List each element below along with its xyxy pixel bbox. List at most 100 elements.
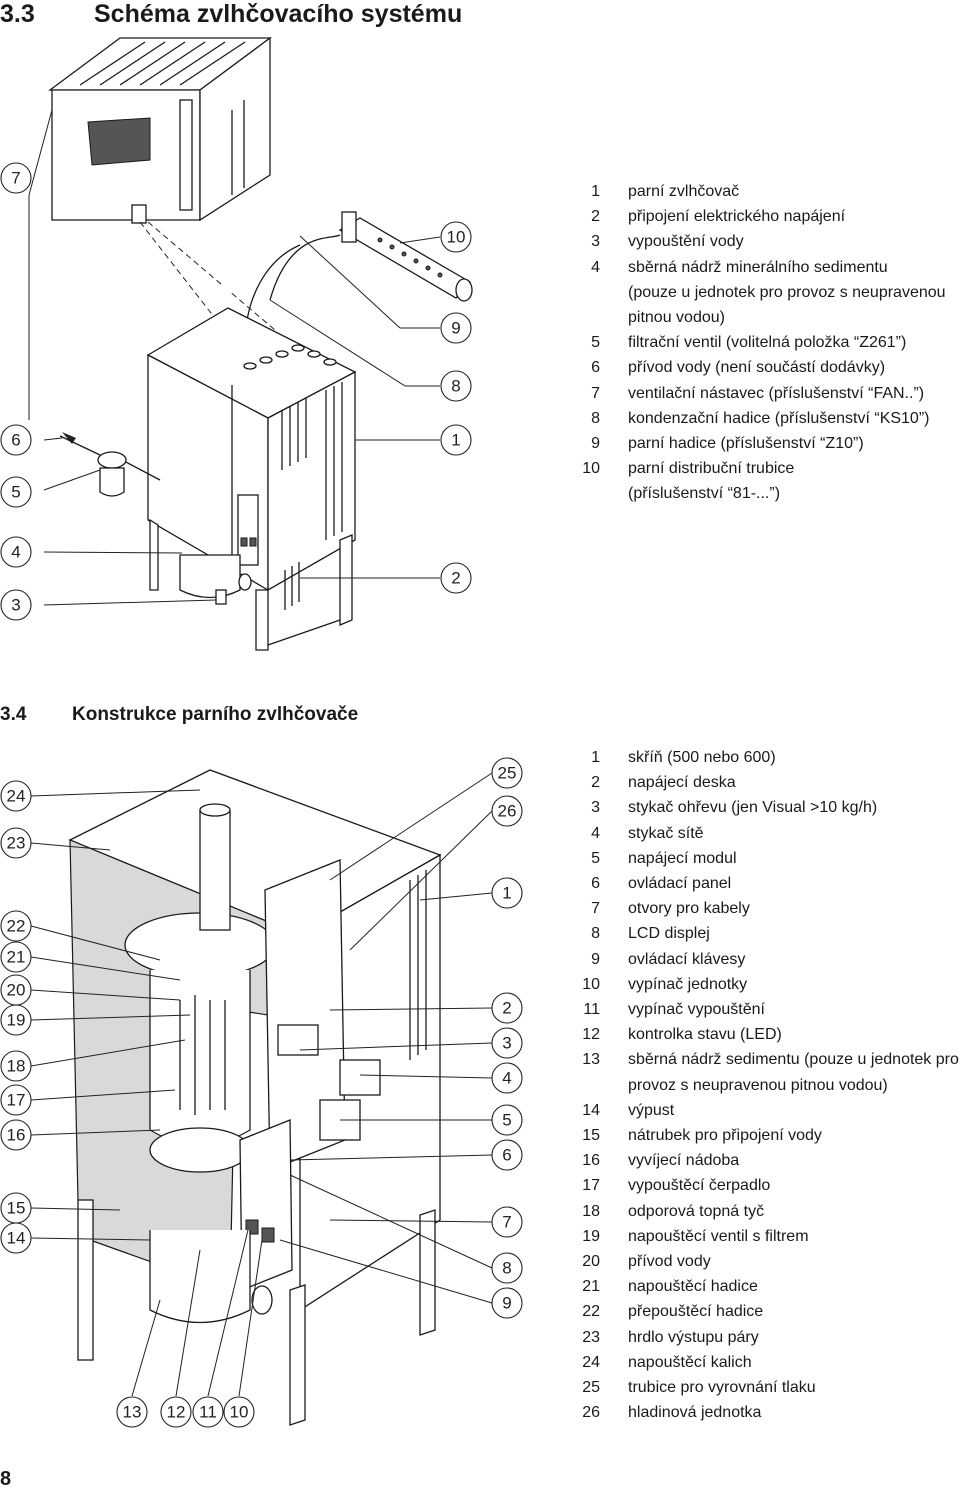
svg-text:21: 21 <box>7 948 26 967</box>
callout-9: 9 <box>491 1287 523 1319</box>
leader-lines-1 <box>28 109 441 606</box>
svg-text:16: 16 <box>7 1126 26 1145</box>
callout-26: 26 <box>491 795 523 827</box>
legend-row: (pouze u jednotek pro provoz s neupraven… <box>628 283 946 301</box>
callout-25: 25 <box>491 757 523 789</box>
callout-7: 7 <box>491 1206 523 1238</box>
svg-text:3: 3 <box>11 596 20 615</box>
svg-text:10: 10 <box>447 228 466 247</box>
svg-text:7: 7 <box>502 1213 511 1232</box>
svg-text:9: 9 <box>451 319 460 338</box>
callout-6: 6 <box>491 1139 523 1171</box>
pipe-holes <box>377 237 443 278</box>
side-vents <box>281 382 343 540</box>
svg-text:4: 4 <box>11 543 20 562</box>
callout-18: 18 <box>0 1050 32 1082</box>
callout-21: 21 <box>0 941 32 973</box>
callout-19: 19 <box>0 1004 32 1036</box>
page-number: 8 <box>0 1468 12 1490</box>
svg-text:1: 1 <box>502 884 511 903</box>
svg-text:10: 10 <box>230 1403 249 1422</box>
svg-text:9: 9 <box>502 1294 511 1313</box>
svg-text:2: 2 <box>502 999 511 1018</box>
callout-17: 17 <box>0 1084 32 1116</box>
callout-10: 10 <box>440 221 472 253</box>
callout-6: 6 <box>0 424 32 456</box>
svg-text:6: 6 <box>502 1146 511 1165</box>
section-number: 3.4 <box>0 704 27 725</box>
svg-text:15: 15 <box>7 1199 26 1218</box>
callout-13: 13 <box>116 1396 148 1428</box>
section-title: Konstrukce parního zvlhčovače <box>72 704 359 725</box>
svg-text:11: 11 <box>199 1403 217 1422</box>
callout-7: 7 <box>0 162 32 194</box>
humidification-system-diagram: 7 6 5 4 3 10 9 8 1 2 <box>0 36 473 651</box>
callout-20: 20 <box>0 974 32 1006</box>
legend-row: pitnou vodou) <box>628 309 725 327</box>
callout-1: 1 <box>440 424 472 456</box>
callout-10: 10 <box>223 1396 255 1428</box>
callout-4: 4 <box>491 1062 523 1094</box>
electrical-connection <box>284 562 300 610</box>
heating-elements <box>179 995 226 1115</box>
svg-text:4: 4 <box>502 1069 511 1088</box>
svg-text:7: 7 <box>11 169 20 188</box>
callout-16: 16 <box>0 1119 32 1151</box>
callout-3: 3 <box>0 589 32 621</box>
svg-text:5: 5 <box>11 483 20 502</box>
callout-4: 4 <box>0 536 32 568</box>
callout-12: 12 <box>160 1396 192 1428</box>
svg-text:5: 5 <box>502 1111 511 1130</box>
callout-24: 24 <box>0 780 32 812</box>
svg-text:26: 26 <box>498 802 517 821</box>
svg-text:8: 8 <box>451 377 460 396</box>
callout-23: 23 <box>0 827 32 859</box>
svg-text:13: 13 <box>123 1403 142 1422</box>
svg-text:22: 22 <box>7 917 26 936</box>
callout-2: 2 <box>440 562 472 594</box>
svg-text:12: 12 <box>167 1403 186 1422</box>
svg-text:24: 24 <box>7 787 26 806</box>
side-vents-2 <box>409 870 427 1060</box>
svg-text:20: 20 <box>7 981 26 1000</box>
svg-text:25: 25 <box>498 764 517 783</box>
leader-lines-2 <box>30 772 493 1397</box>
callout-8: 8 <box>440 370 472 402</box>
svg-text:6: 6 <box>11 431 20 450</box>
svg-text:3: 3 <box>502 1034 511 1053</box>
svg-text:23: 23 <box>7 834 26 853</box>
callout-8: 8 <box>491 1252 523 1284</box>
section-heading-3-3: 3.3 Schéma zvlhčovacího systému <box>0 0 462 29</box>
svg-text:14: 14 <box>7 1229 26 1248</box>
